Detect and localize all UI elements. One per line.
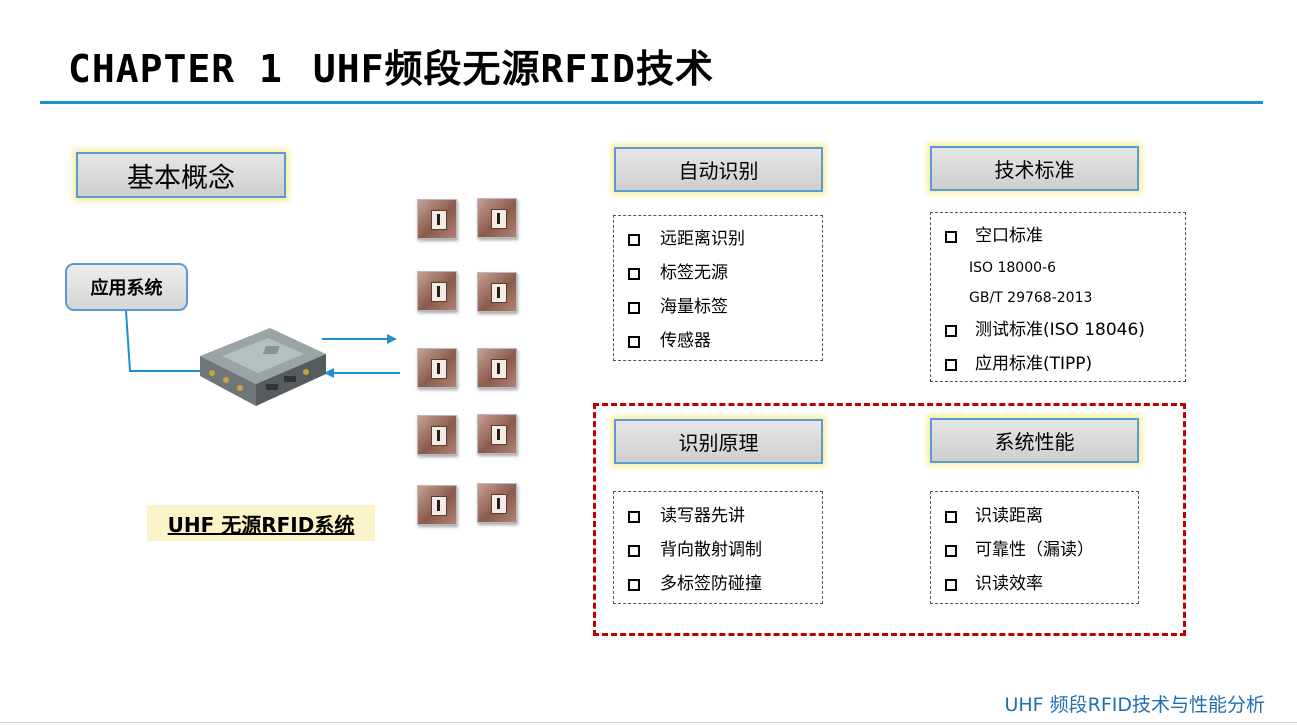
list-item: 识读效率 bbox=[931, 567, 1138, 601]
performance-list: 识读距离 可靠性（漏读） 识读效率 bbox=[930, 491, 1139, 604]
rfid-tag-icon bbox=[417, 271, 457, 311]
rfid-tag-icon bbox=[477, 198, 517, 238]
list-item: 远距离识别 bbox=[614, 222, 822, 256]
checkbox-bullet-icon bbox=[945, 579, 957, 591]
checkbox-bullet-icon bbox=[628, 336, 640, 348]
chapter-label: CHAPTER 1 bbox=[68, 47, 283, 91]
app-to-reader-line bbox=[125, 310, 215, 372]
list-item: 标签无源 bbox=[614, 256, 822, 290]
principle-list: 读写器先讲 背向散射调制 多标签防碰撞 bbox=[613, 491, 823, 604]
concept-label: 基本概念 bbox=[76, 152, 286, 198]
list-item: 可靠性（漏读） bbox=[931, 533, 1138, 567]
list-item: 背向散射调制 bbox=[614, 533, 822, 567]
rfid-tag-icon bbox=[417, 485, 457, 525]
list-item: 应用标准(TIPP) bbox=[931, 347, 1185, 381]
checkbox-bullet-icon bbox=[628, 511, 640, 523]
checkbox-bullet-icon bbox=[945, 231, 957, 243]
standards-list: 空口标准 ISO 18000-6 GB/T 29768-2013 测试标准(IS… bbox=[930, 212, 1186, 382]
checkbox-bullet-icon bbox=[945, 359, 957, 371]
checkbox-bullet-icon bbox=[945, 325, 957, 337]
list-item: 识读距离 bbox=[931, 499, 1138, 533]
highlight-frame bbox=[593, 403, 1186, 636]
principle-label: 识别原理 bbox=[614, 419, 823, 464]
checkbox-bullet-icon bbox=[628, 545, 640, 557]
checkbox-bullet-icon bbox=[945, 511, 957, 523]
auto-id-list: 远距离识别 标签无源 海量标签 传感器 bbox=[613, 215, 823, 361]
app-system-box: 应用系统 bbox=[65, 263, 188, 311]
list-item: 多标签防碰撞 bbox=[614, 567, 822, 601]
checkbox-bullet-icon bbox=[945, 545, 957, 557]
footer-text: UHF 频段RFID技术与性能分析 bbox=[1004, 694, 1265, 716]
list-item: 空口标准 bbox=[931, 219, 1185, 253]
checkbox-bullet-icon bbox=[628, 302, 640, 314]
rfid-reader-device bbox=[200, 328, 326, 406]
checkbox-bullet-icon bbox=[628, 268, 640, 280]
list-item: 测试标准(ISO 18046) bbox=[931, 313, 1185, 347]
rfid-tag-icon bbox=[477, 414, 517, 454]
list-item: 读写器先讲 bbox=[614, 499, 822, 533]
list-subitem: ISO 18000-6 bbox=[969, 260, 1056, 276]
rfid-tag-icon bbox=[417, 199, 457, 239]
list-item: 传感器 bbox=[614, 324, 822, 358]
footer-divider bbox=[0, 722, 1297, 723]
list-subitem: GB/T 29768-2013 bbox=[969, 290, 1093, 306]
system-caption: UHF 无源RFID系统 bbox=[147, 505, 375, 541]
list-item: 海量标签 bbox=[614, 290, 822, 324]
auto-id-label: 自动识别 bbox=[614, 147, 823, 192]
connector-lines bbox=[125, 310, 400, 378]
checkbox-bullet-icon bbox=[628, 579, 640, 591]
standards-label: 技术标准 bbox=[930, 146, 1139, 191]
rfid-tag-icon bbox=[477, 483, 517, 523]
rfid-tag-icon bbox=[477, 272, 517, 312]
title-divider bbox=[40, 101, 1263, 104]
checkbox-bullet-icon bbox=[628, 234, 640, 246]
chapter-topic: UHF频段无源RFID技术 bbox=[312, 47, 715, 91]
rfid-tag-icon bbox=[417, 348, 457, 388]
rfid-tag-icon bbox=[417, 415, 457, 455]
performance-label: 系统性能 bbox=[930, 418, 1139, 463]
rfid-tag-icon bbox=[477, 348, 517, 388]
page-title: CHAPTER 1 UHF频段无源RFID技术 bbox=[68, 38, 714, 93]
